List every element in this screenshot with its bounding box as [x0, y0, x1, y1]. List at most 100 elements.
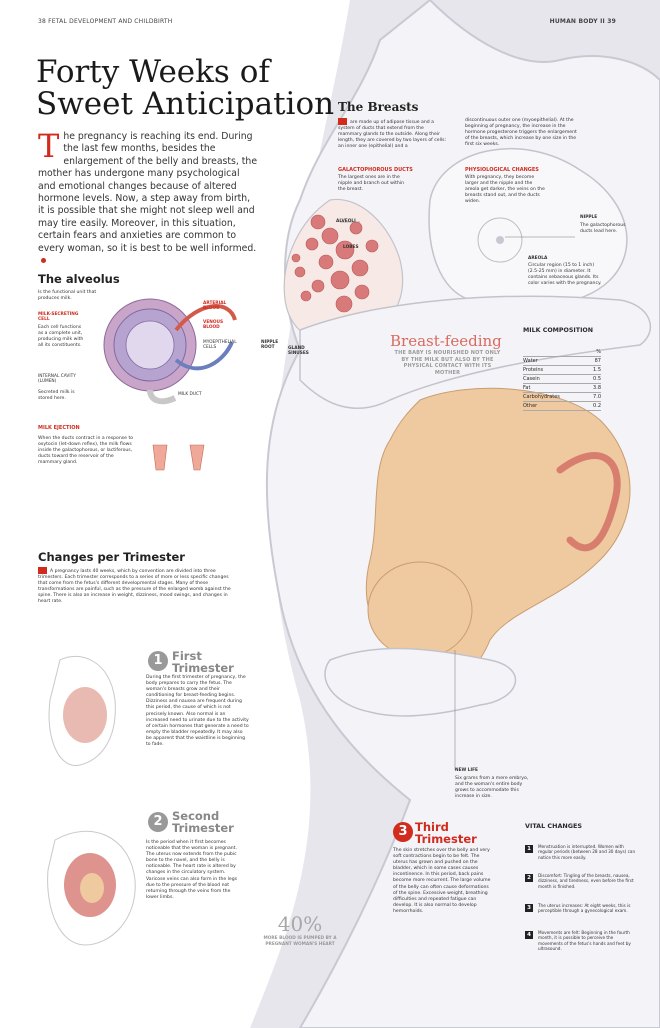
blood-stat: 40% MORE BLOOD IS PUMPED BY A PREGNANT W… [255, 912, 345, 948]
blood-stat-number: 40% [277, 912, 323, 936]
vital-item-number: 2 [525, 874, 533, 882]
first-trimester-title: First Trimester [172, 649, 234, 675]
label-internal-desc: Secreted milk is stored here. [38, 390, 75, 402]
breasts-title: The Breasts [338, 100, 419, 114]
milk-ejection-title: MILK EJECTION [38, 425, 80, 431]
breastfeeding-text: THE BABY IS NOURISHED NOT ONLY BY THE MI… [394, 350, 501, 376]
page-header-right: HUMAN BODY II 39 [549, 18, 616, 25]
vital-item-number: 4 [525, 931, 533, 939]
umbilical-cord [556, 452, 621, 552]
vital-item-text: Movements are felt: Beginning in the fou… [538, 930, 631, 951]
milk-row-value: 0.5 [587, 374, 601, 384]
baby-head [367, 561, 473, 659]
milk-row-label: Other [523, 401, 588, 411]
supporting-hand [324, 647, 517, 717]
page-header-left: 38 FETAL DEVELOPMENT AND CHILDBIRTH [38, 18, 173, 25]
vital-item-text: Discomfort: Tingling of the breasts, nau… [538, 873, 634, 889]
first-trimester-text: During the first trimester of pregnancy,… [146, 675, 249, 748]
right-breast [428, 148, 628, 307]
vital-item-number: 1 [525, 845, 533, 853]
alveoli-clusters [291, 214, 379, 313]
drop-cap: T [38, 127, 60, 165]
label-internal: INTERNAL CAVITY (LUMEN) [38, 374, 76, 385]
intro-text: he pregnancy is reaching its end. During… [38, 131, 258, 254]
page-title: Forty Weeks of Sweet Anticipation [36, 54, 335, 122]
vital-item-text: Menstruation is interrupted. Women with … [538, 844, 636, 860]
vital-changes-title: VITAL CHANGES [525, 822, 582, 830]
second-trimester-figure [47, 830, 136, 946]
label-milk-secreting: MILK-SECRETING CELL [38, 312, 79, 323]
gal-ducts-title: GALACTOPHOROUS DUCTS [338, 167, 413, 173]
breasts-col1: are made up of adipose tissue and a syst… [338, 118, 448, 150]
label-milk-duct: MILK DUCT [178, 392, 202, 397]
milk-row-value: 3.8 [587, 383, 601, 393]
label-areola-desc: Circular region (15 to 1 inch) (2.5-25 m… [528, 263, 602, 287]
changes-text-body: A pregnancy lasts 40 weeks, which by con… [38, 569, 231, 605]
milk-row-value: 0.2 [587, 401, 601, 411]
label-nipple: NIPPLE [580, 215, 598, 220]
vital-item-number: 3 [525, 904, 533, 912]
label-lobes: LOBES [343, 245, 359, 250]
milk-row-value: 1.5 [587, 365, 601, 375]
label-arterial: ARTERIAL BLOOD [203, 301, 227, 312]
milk-row-label: Fat [523, 383, 588, 393]
third-trimester-text: The skin stretches over the belly and ve… [393, 848, 491, 914]
alveolus-desc: Is the functional unit that produces mil… [38, 290, 97, 302]
changes-text: A pregnancy lasts 40 weeks, which by con… [38, 567, 233, 606]
phys-changes-text: With pregnancy, they become larger and t… [465, 175, 545, 205]
nipple-dot [496, 236, 504, 244]
milk-composition-title: MILK COMPOSITION [523, 327, 594, 334]
milk-unit: % [587, 348, 601, 357]
milk-row-value: 87 [587, 356, 601, 366]
milk-unit-row: % [523, 348, 601, 357]
first-trimester-figure [48, 655, 116, 766]
milk-row-label: Casein [523, 374, 588, 384]
changes-title: Changes per Trimester [38, 550, 185, 564]
label-gland-sinuses: GLAND SINUSES [288, 346, 309, 357]
third-trimester-title: Third Trimester [415, 820, 477, 846]
breasts-badge-icon [338, 118, 347, 125]
label-nipple-desc: The galactophorous ducts lead here. [580, 223, 626, 235]
milk-row-label: Carbohydrates [523, 392, 588, 402]
first-trimester-number: 1 [148, 651, 168, 671]
end-bullet-icon [41, 258, 46, 264]
label-nipple-root: NIPPLE ROOT [261, 340, 279, 351]
new-life-title: NEW LIFE [455, 768, 478, 773]
label-myoepithelial: MYOEPITHELIAL CELLS [203, 340, 237, 351]
breasts-col1-text: are made up of adipose tissue and a syst… [338, 120, 447, 150]
label-alveoli: ALVEOLI [336, 219, 356, 224]
label-venous: VENOUS BLOOD [203, 320, 224, 331]
breasts-col2: discontinuous outer one (myoepithelial).… [465, 118, 577, 148]
text-panel [0, 0, 350, 1028]
milk-row-label: Proteins [523, 365, 588, 375]
third-trimester-number: 3 [393, 822, 413, 842]
blood-stat-text: MORE BLOOD IS PUMPED BY A PREGNANT WOMAN… [263, 936, 337, 947]
label-milk-secreting-desc: Each cell functions as a complete unit, … [38, 325, 84, 349]
milk-ejection-text: When the ducts contract in a response to… [38, 436, 134, 466]
second-trimester-number: 2 [148, 812, 168, 832]
alveolus-diagram [103, 298, 237, 405]
phys-changes-title: PHYSIOLOGICAL CHANGES [465, 167, 539, 173]
gal-ducts-text: The largest ones are in the nipple and b… [338, 175, 405, 193]
breastfeeding-title: Breast-feeding [390, 332, 502, 350]
second-trimester-text: Is the period when it first becomes noti… [146, 840, 238, 900]
vital-item-text: The uterus increases: At eight weeks, th… [538, 903, 631, 914]
milk-row-label: Water [523, 356, 588, 366]
new-life-text: Six grams from a mere embryo, and the wo… [455, 776, 529, 800]
milk-ejection-diagram [152, 444, 205, 471]
label-areola: AREOLA [528, 256, 548, 261]
second-trimester-title: Second Trimester [172, 809, 234, 835]
alveolus-title: The alveolus [38, 272, 120, 286]
areola-circle [477, 217, 523, 263]
milk-row-value: 7.0 [587, 392, 601, 402]
